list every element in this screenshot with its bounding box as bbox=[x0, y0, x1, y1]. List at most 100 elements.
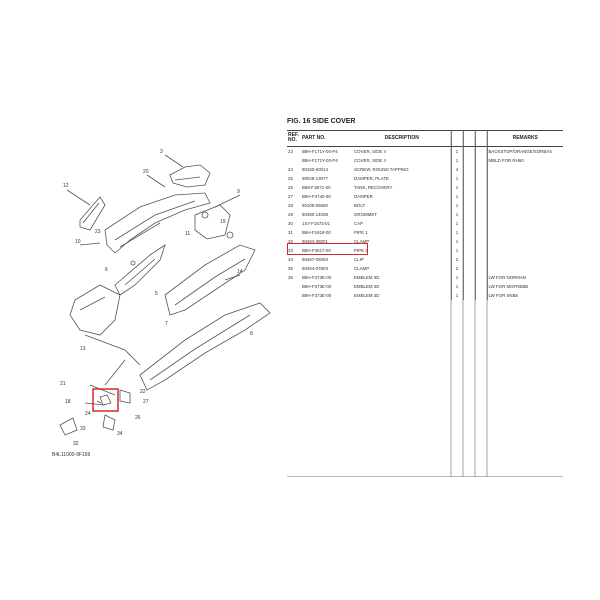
cell-q3 bbox=[474, 191, 487, 201]
cell-part: 90464-07803 bbox=[302, 265, 328, 271]
header-qty-3 bbox=[474, 130, 487, 147]
cell-ref: 26 bbox=[288, 184, 293, 190]
cell-remarks bbox=[486, 218, 563, 228]
cell-remarks bbox=[486, 227, 563, 237]
svg-text:8: 8 bbox=[250, 331, 253, 337]
cell-q3 bbox=[474, 227, 487, 237]
cell-q2 bbox=[462, 272, 475, 282]
cell-qty: 1 bbox=[450, 245, 463, 255]
cell-remarks bbox=[486, 209, 563, 219]
cell-desc: CLAMP bbox=[354, 238, 370, 244]
cell-qty: 1 bbox=[450, 200, 463, 210]
cell-ref: 36 bbox=[288, 274, 293, 280]
exploded-parts-diagram: 12 20 3 9 10 23 11 19 14 6 5 7 13 8 21 1… bbox=[45, 135, 280, 470]
table-row: 30 1S7-F1873-01 CAP 1 bbox=[287, 218, 563, 228]
cell-desc: EMBLEM 3D bbox=[354, 274, 380, 280]
cell-part: 90480-14008 bbox=[302, 211, 328, 217]
cell-qty: 1 bbox=[450, 281, 463, 291]
cell-qty: 1 bbox=[450, 146, 463, 156]
svg-text:10: 10 bbox=[75, 239, 81, 245]
cell-desc: BOLT bbox=[354, 202, 366, 208]
table-row: B9H-F373E-00 EMBLEM 3D 1 LW FOR MGFRBBB bbox=[287, 281, 563, 291]
cell-part: B9H-F373E-00 bbox=[302, 292, 332, 298]
cell-ref: 35 bbox=[288, 265, 293, 271]
svg-text:11: 11 bbox=[185, 231, 190, 237]
cell-remarks bbox=[486, 173, 563, 183]
cell-desc: CLIP bbox=[354, 256, 364, 262]
cell-ref: 30 bbox=[288, 220, 293, 226]
cell-q2 bbox=[462, 209, 475, 219]
figure-caption: B4L11000-9F169 bbox=[52, 452, 91, 458]
cell-q2 bbox=[462, 236, 475, 246]
cell-desc: SCREW, ROUND TAPPING bbox=[354, 166, 409, 172]
cell-qty: 4 bbox=[450, 164, 463, 174]
svg-text:33: 33 bbox=[80, 426, 86, 432]
cell-q3 bbox=[474, 182, 487, 192]
cell-part: B9H-F373E-00 bbox=[302, 283, 332, 289]
svg-text:7: 7 bbox=[165, 321, 168, 327]
cell-ref: 24 bbox=[288, 166, 293, 172]
cell-q2 bbox=[462, 245, 475, 255]
svg-text:9: 9 bbox=[237, 189, 240, 195]
svg-text:3: 3 bbox=[160, 149, 163, 155]
header-remarks: REMARKS bbox=[486, 130, 563, 147]
svg-text:26: 26 bbox=[135, 415, 141, 421]
cell-remarks: LW FOR MGFRBBB bbox=[486, 281, 563, 291]
cell-desc: DAMPER bbox=[354, 193, 373, 199]
cell-desc: PIPE 1 bbox=[354, 229, 368, 235]
highlight-box-diagram bbox=[92, 388, 119, 412]
cell-q3 bbox=[474, 254, 487, 264]
cell-remarks: LW FOR XNB5 bbox=[486, 290, 563, 300]
cell-part: B9H-F171Y-00-P4 bbox=[302, 157, 338, 163]
cell-q3 bbox=[474, 209, 487, 219]
cell-desc: EMBLEM 3D bbox=[354, 283, 380, 289]
cell-remarks bbox=[486, 200, 563, 210]
svg-text:32: 32 bbox=[73, 441, 79, 447]
cell-desc: DAMPER, PLATE bbox=[354, 175, 389, 181]
cell-q3 bbox=[474, 218, 487, 228]
cell-q3 bbox=[474, 164, 487, 174]
cell-q2 bbox=[462, 146, 475, 156]
cell-desc: TANK, RECOVERY bbox=[354, 184, 393, 190]
cell-qty: 1 bbox=[450, 218, 463, 228]
cell-q2 bbox=[462, 173, 475, 183]
cell-part: 90467-06003 bbox=[302, 256, 328, 262]
cell-q2 bbox=[462, 155, 475, 165]
cell-ref bbox=[287, 282, 301, 291]
cell-part: 90105-06680 bbox=[302, 202, 328, 208]
table-header-row: REF. NO. PART NO. DESCRIPTION REMARKS bbox=[287, 130, 563, 147]
cell-ref: 27 bbox=[288, 193, 293, 199]
cell-ref: 34 bbox=[288, 256, 293, 262]
cell-q2 bbox=[462, 200, 475, 210]
cell-qty: 1 bbox=[450, 227, 463, 237]
cell-ref: 23 bbox=[288, 148, 293, 154]
cell-desc: COVER, SIDE 4 bbox=[354, 157, 386, 163]
cell-desc: GROMMET bbox=[354, 211, 377, 217]
cell-qty: 1 bbox=[450, 173, 463, 183]
header-qty-2 bbox=[462, 130, 475, 147]
cell-q3 bbox=[474, 245, 487, 255]
cell-q3 bbox=[474, 281, 487, 291]
cell-remarks bbox=[486, 236, 563, 246]
cell-desc: CAP bbox=[354, 220, 364, 226]
cell-part: 90029-13077 bbox=[302, 175, 328, 181]
cell-part: 1S7-F1873-01 bbox=[302, 220, 331, 226]
cell-q2 bbox=[462, 281, 475, 291]
cell-remarks: MBLD FOR RH60 bbox=[486, 155, 563, 165]
svg-text:13: 13 bbox=[80, 346, 86, 352]
cell-part: 90464-35001 bbox=[302, 238, 328, 244]
cell-qty: 1 bbox=[450, 155, 463, 165]
cell-part: B9H-F3817-00 bbox=[302, 247, 331, 253]
svg-text:23: 23 bbox=[95, 229, 101, 235]
header-ref: REF. NO. bbox=[287, 130, 301, 147]
cell-qty: 2 bbox=[450, 263, 463, 273]
